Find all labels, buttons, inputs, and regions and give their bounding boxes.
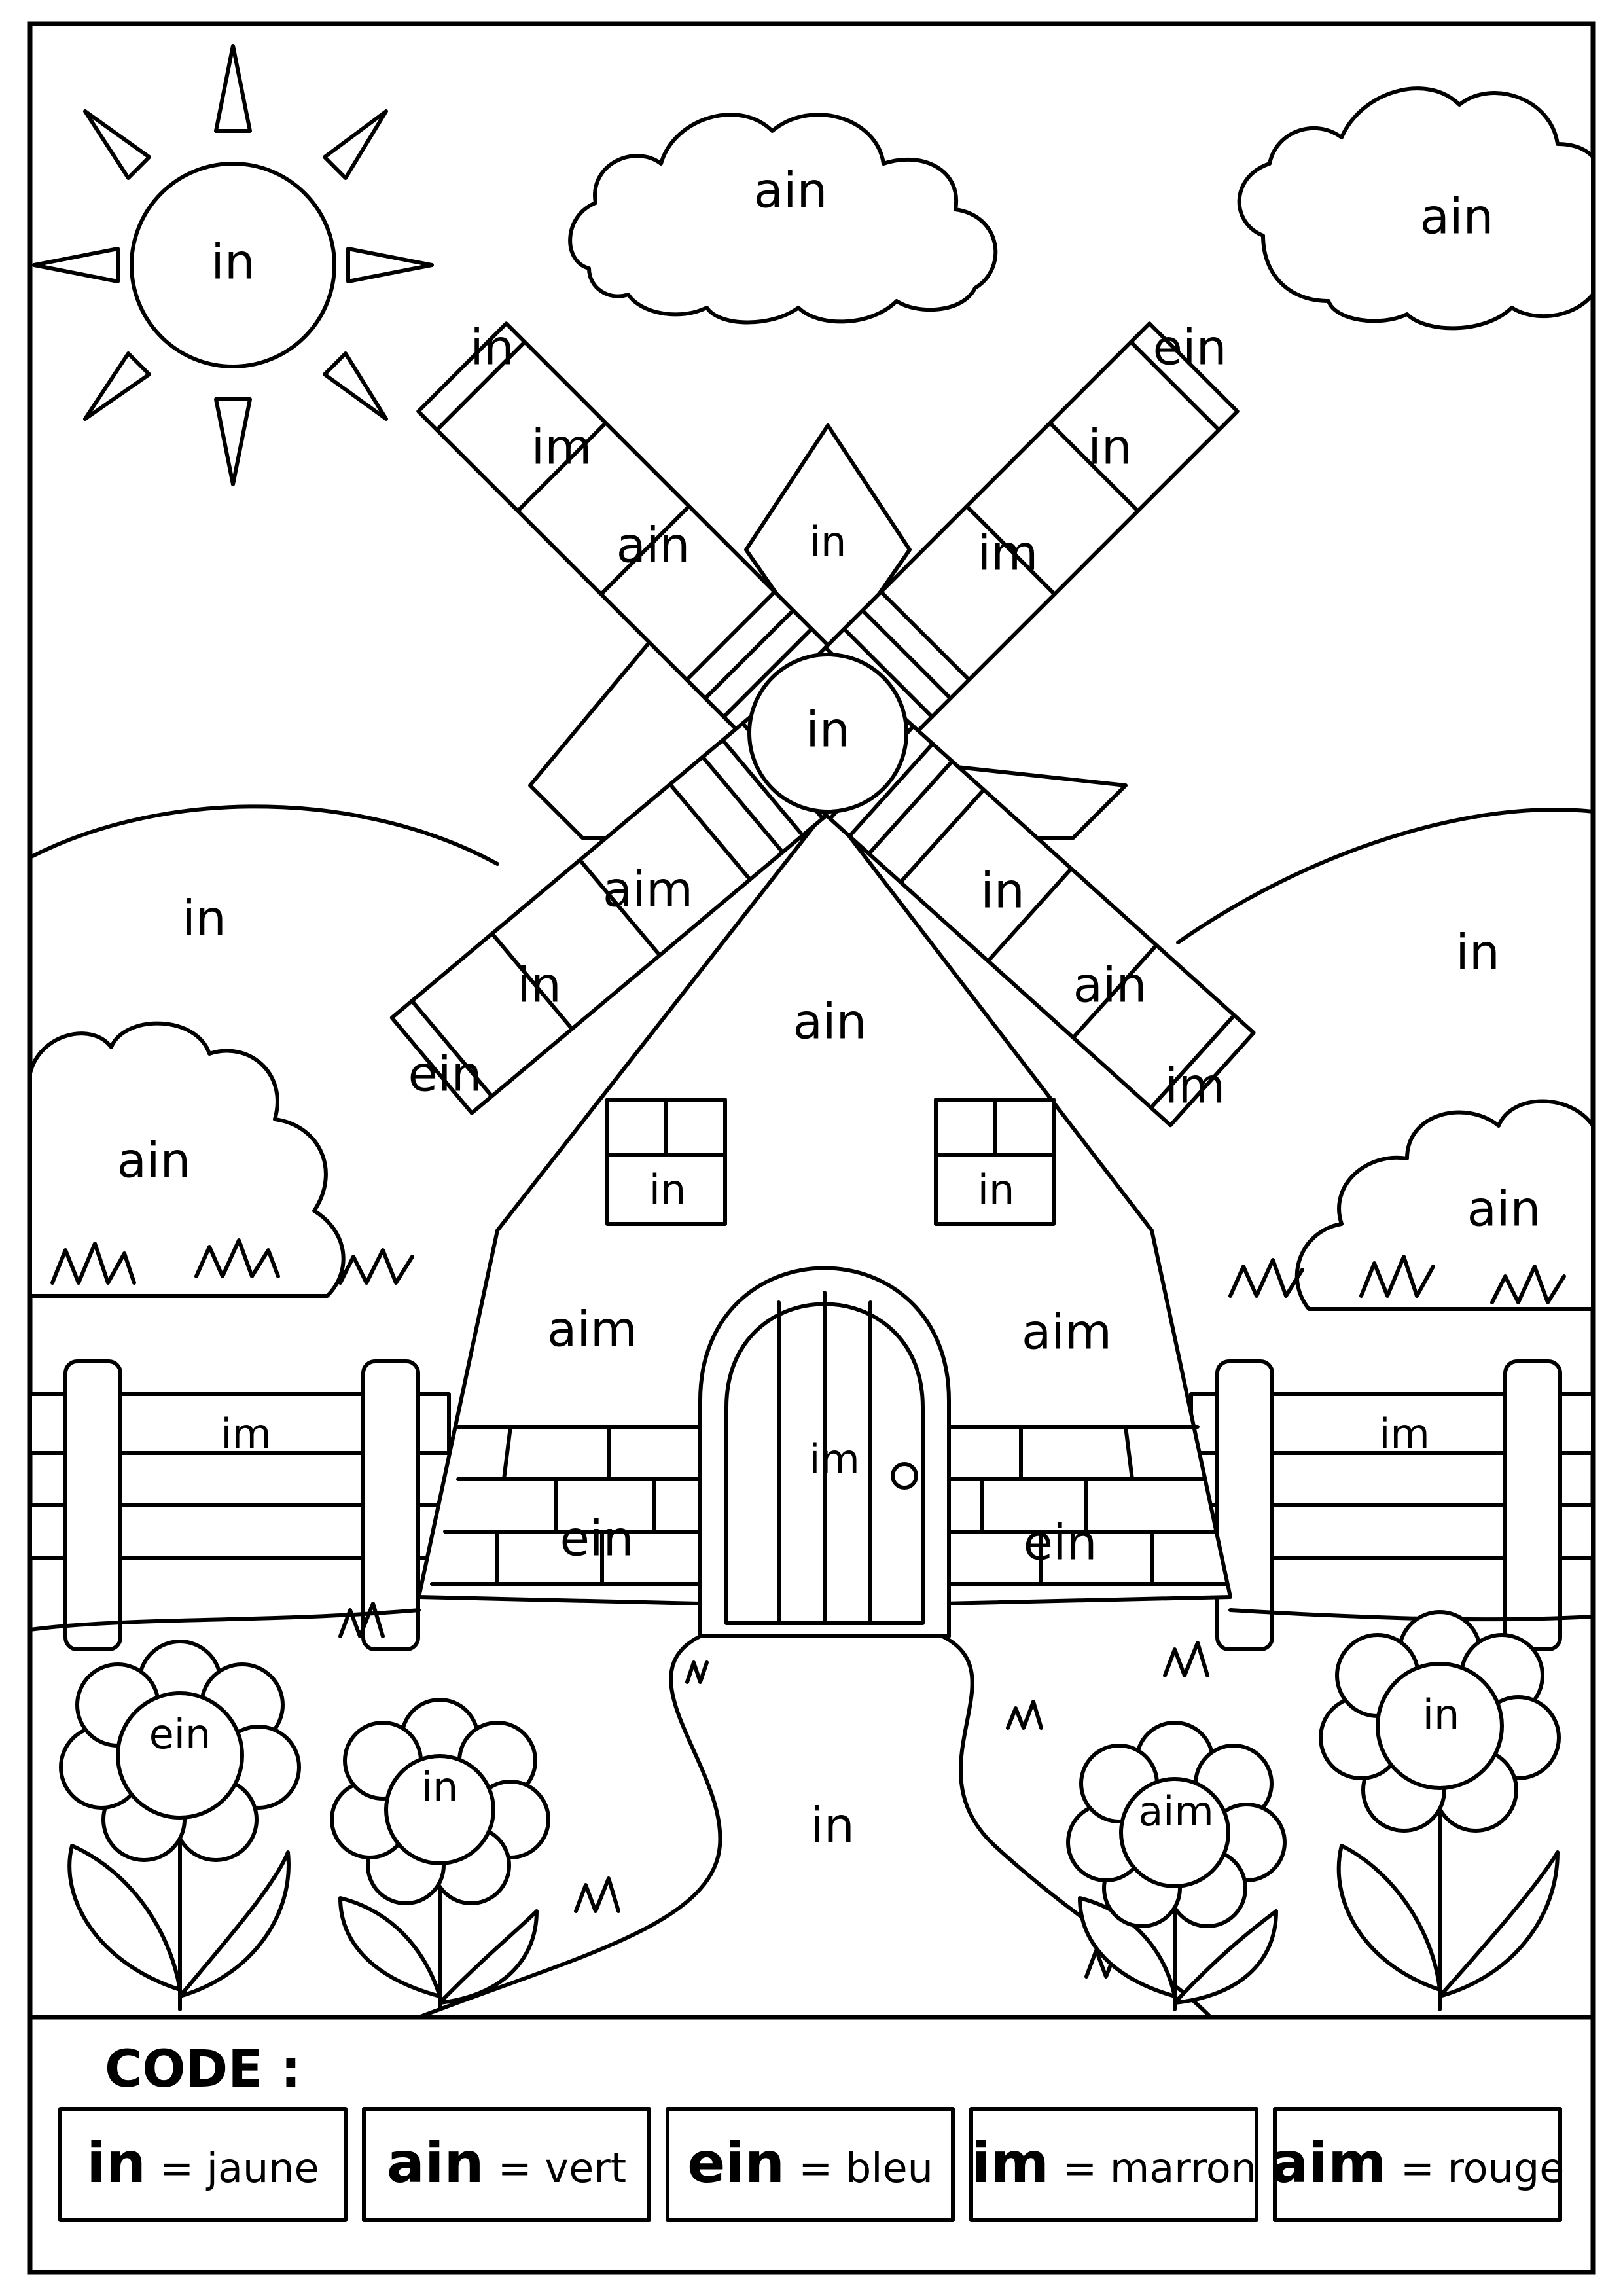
window-right bbox=[934, 1098, 1056, 1226]
flower-3: aim bbox=[1066, 1721, 1287, 2011]
sun-disc bbox=[130, 162, 336, 368]
mill-side-right-label: aim bbox=[1022, 1304, 1112, 1361]
window-left-label: in bbox=[649, 1166, 687, 1213]
blade-bottom-right-label-2: ain bbox=[1073, 958, 1147, 1014]
fence-right-label: im bbox=[1379, 1410, 1430, 1458]
bush-right-label: ain bbox=[1467, 1181, 1541, 1238]
code-entry-im: im = marron bbox=[969, 2107, 1258, 2222]
code-entry-ain: ain = vert bbox=[362, 2107, 651, 2222]
code-title: CODE : bbox=[105, 2040, 301, 2099]
code-key: im bbox=[971, 2130, 1049, 2196]
hill-right-label: in bbox=[1455, 925, 1499, 981]
fence-left-label: im bbox=[221, 1410, 272, 1458]
cloud-left-label: ain bbox=[754, 163, 828, 219]
bush-right bbox=[1294, 1099, 1595, 1311]
cloud-right bbox=[1237, 86, 1595, 331]
code-color: = bleu bbox=[798, 2144, 933, 2192]
blade-top-right-label-3: im bbox=[978, 526, 1039, 582]
grass-tufts-left bbox=[50, 1238, 414, 1285]
code-key: in bbox=[86, 2130, 146, 2196]
code-key: aim bbox=[1271, 2130, 1387, 2196]
svg-text:im = marron: im = marron bbox=[971, 2130, 1257, 2196]
flower-2-label: in bbox=[421, 1763, 459, 1811]
fence-post bbox=[1215, 1359, 1274, 1651]
mill-body-label: ain bbox=[793, 994, 867, 1050]
blade-top-right-label-1: ein bbox=[1153, 320, 1227, 376]
door bbox=[698, 1266, 951, 1638]
blade-bottom-right-label-1: in bbox=[980, 863, 1024, 920]
sun-rays bbox=[32, 44, 434, 486]
grass-tufts bbox=[338, 1602, 1209, 1979]
svg-text:ain = vert: ain = vert bbox=[387, 2130, 626, 2196]
flower-4: in bbox=[1319, 1610, 1561, 2011]
window-left bbox=[605, 1098, 727, 1226]
bush-left bbox=[28, 1021, 346, 1298]
blade-top-left-label-3: ain bbox=[616, 518, 690, 574]
clouds: ain ain bbox=[568, 86, 1595, 331]
stone-right-label: ein bbox=[1024, 1515, 1097, 1571]
code-entry-aim: aim = rouge bbox=[1271, 2107, 1565, 2222]
code-entry-in: in = jaune bbox=[58, 2107, 348, 2222]
blade-bottom-left-label-3: ein bbox=[408, 1047, 482, 1103]
blade-top-left-label-2: im bbox=[531, 420, 592, 476]
fence: im im bbox=[28, 1359, 1595, 1651]
hub bbox=[747, 653, 908, 814]
code-color: = vert bbox=[498, 2144, 626, 2192]
sun: in bbox=[32, 44, 434, 486]
code-legend: CODE : in = jaune ain = vert ein = bleu bbox=[58, 2040, 1565, 2222]
blade-top-right-label-2: in bbox=[1088, 420, 1132, 476]
hill-left-label: in bbox=[182, 891, 226, 947]
code-color: = jaune bbox=[160, 2144, 319, 2192]
stone-lines-right bbox=[940, 1425, 1229, 1586]
blade-bottom-right bbox=[818, 715, 1256, 1128]
code-key: ain bbox=[387, 2130, 484, 2196]
ground-line bbox=[28, 1608, 1595, 1632]
flower-1: ein bbox=[59, 1640, 301, 2011]
hill-right bbox=[1176, 807, 1595, 944]
flower-2: in bbox=[330, 1698, 550, 2011]
svg-text:aim = rouge: aim = rouge bbox=[1271, 2130, 1565, 2196]
window-right-label: in bbox=[978, 1166, 1015, 1213]
blade-top-left-label-1: in bbox=[470, 320, 514, 376]
path-label: in bbox=[810, 1798, 854, 1854]
fence-post bbox=[361, 1359, 420, 1651]
windmill: in im ain ein in im aim in ein in ain im… bbox=[389, 320, 1256, 1638]
blade-bottom-right-label-3: im bbox=[1165, 1058, 1226, 1115]
bushes: ain ain bbox=[28, 1021, 1595, 1311]
grass-tufts-right bbox=[1228, 1255, 1566, 1304]
blade-bottom-left-label-2: in bbox=[517, 958, 561, 1014]
svg-text:in = jaune: in = jaune bbox=[86, 2130, 319, 2196]
code-color: = rouge bbox=[1400, 2144, 1565, 2192]
cloud-left bbox=[568, 113, 998, 325]
fence-post bbox=[63, 1359, 122, 1651]
cloud-right-label: ain bbox=[1420, 189, 1494, 245]
flower-3-label: aim bbox=[1138, 1787, 1214, 1835]
hub-label: in bbox=[806, 702, 849, 759]
hills: in in bbox=[28, 804, 1595, 981]
fence-post bbox=[1503, 1359, 1562, 1651]
code-color: = marron bbox=[1063, 2144, 1257, 2192]
stone-left-label: ein bbox=[560, 1511, 634, 1568]
blade-bottom-left-label-1: aim bbox=[603, 862, 693, 918]
door-knob bbox=[891, 1462, 918, 1490]
svg-text:ein = bleu: ein = bleu bbox=[687, 2130, 933, 2196]
flower-1-label: ein bbox=[149, 1710, 211, 1758]
bush-left-label: ain bbox=[117, 1133, 191, 1189]
hill-left bbox=[28, 804, 499, 866]
mill-side-left-label: aim bbox=[547, 1302, 637, 1358]
sun-label: in bbox=[211, 234, 255, 291]
code-entry-ein: ein = bleu bbox=[666, 2107, 955, 2222]
flower-4-label: in bbox=[1423, 1691, 1460, 1738]
code-key: ein bbox=[687, 2130, 785, 2196]
roof-label: in bbox=[810, 518, 847, 565]
door-label: im bbox=[809, 1435, 860, 1483]
stone-lines-left bbox=[430, 1425, 702, 1586]
